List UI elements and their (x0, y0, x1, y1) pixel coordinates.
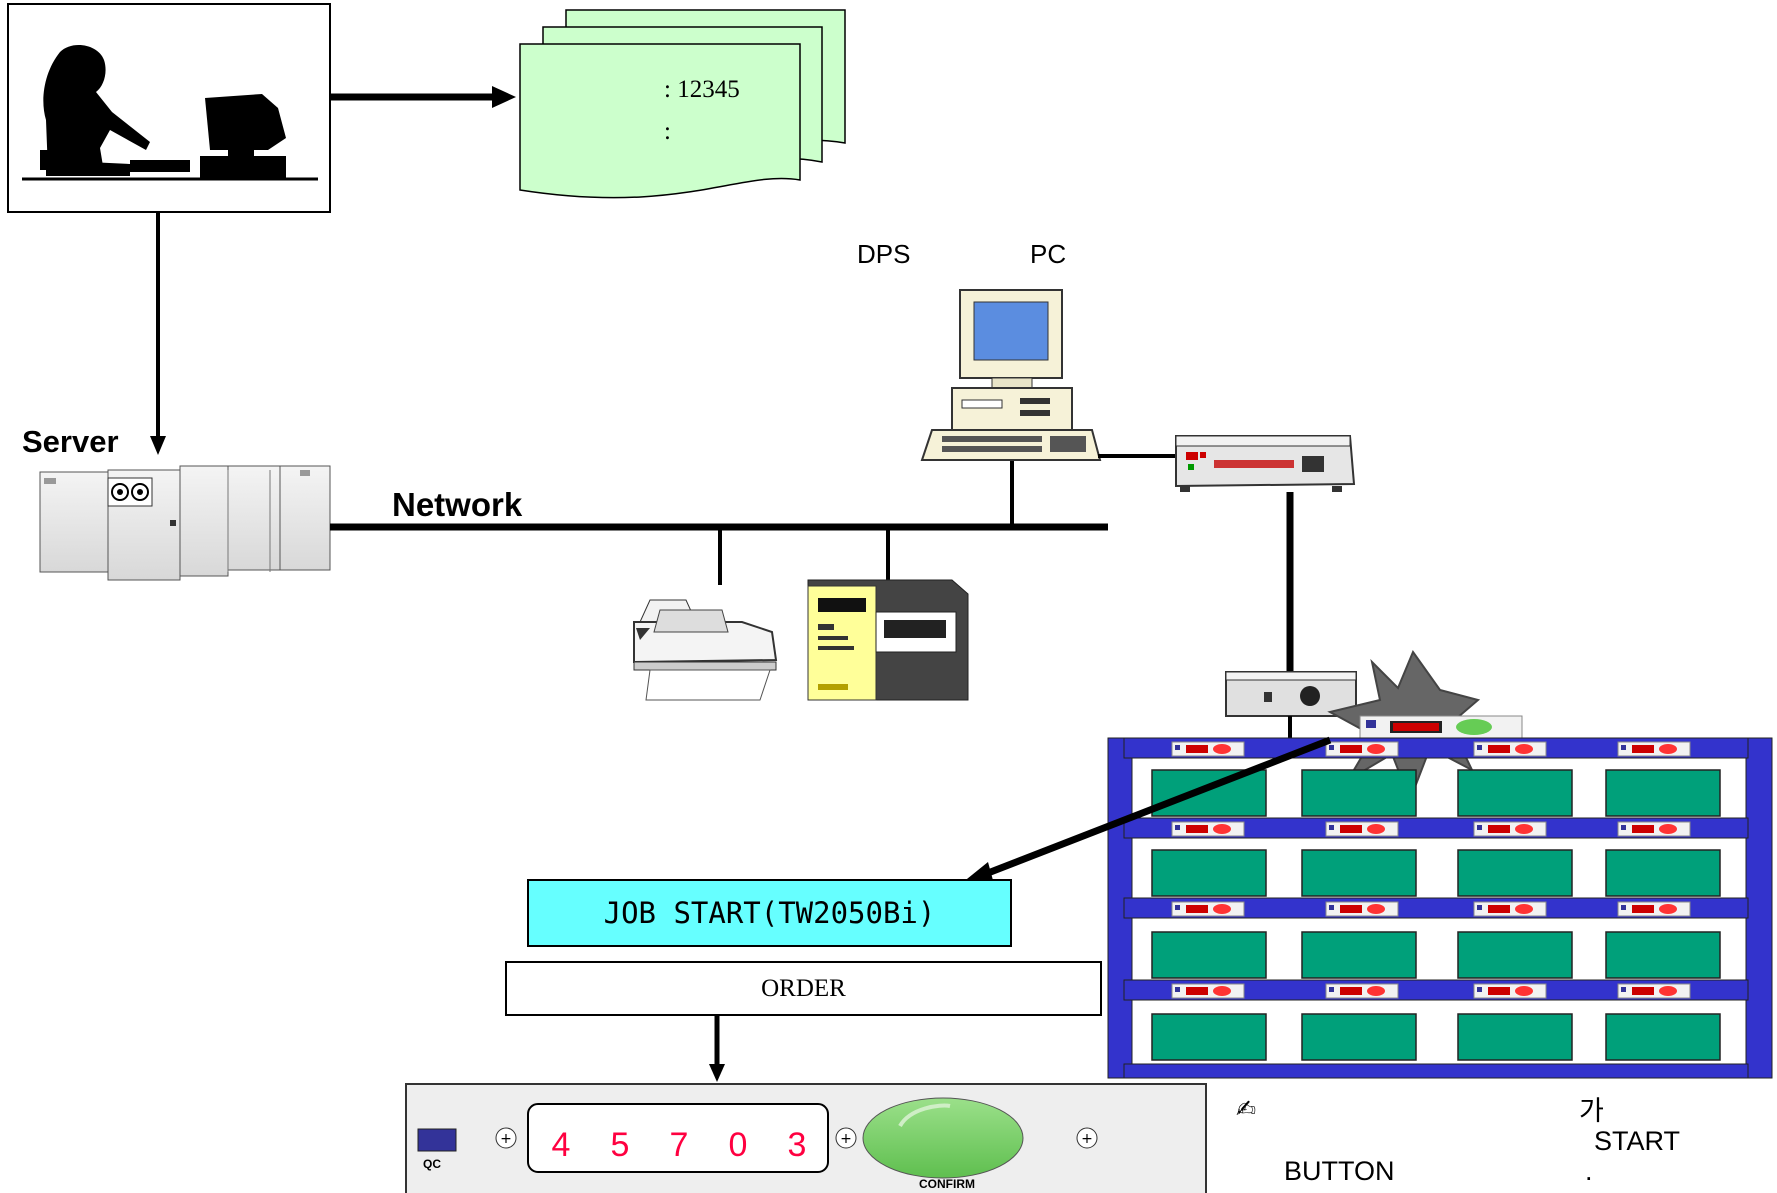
rack-bin (1457, 1013, 1573, 1061)
arrow-to-indicator-panel (709, 1016, 725, 1082)
rack-bin (1457, 769, 1573, 817)
rack-bin (1301, 849, 1417, 897)
highlighted-indicator-unit (1359, 715, 1523, 739)
laser-printer-icon (807, 579, 969, 701)
display-digit: 3 (788, 1126, 807, 1164)
rack-indicator-unit (1325, 741, 1399, 757)
dps-label: DPS (857, 239, 911, 269)
display-digit: 0 (729, 1126, 748, 1164)
rack-indicator-unit (1171, 983, 1245, 999)
rack-bin (1151, 849, 1267, 897)
rack-bin (1301, 769, 1417, 817)
rack-indicator-unit (1473, 821, 1547, 837)
picking-rack (1107, 737, 1773, 1079)
note-period: . (1585, 1156, 1593, 1186)
display-digit: 4 (552, 1126, 571, 1164)
display-digit: 7 (670, 1126, 689, 1164)
dps-pc-computer-icon (920, 289, 1102, 461)
operator-workstation-picture (7, 3, 331, 213)
network-label: Network (392, 486, 523, 523)
rack-bin (1151, 1013, 1267, 1061)
rack-bin (1605, 769, 1721, 817)
order-box: ORDER (505, 961, 1102, 1016)
rack-bin (1301, 931, 1417, 979)
confirm-label: CONFIRM (919, 1177, 975, 1191)
rack-bin (1605, 849, 1721, 897)
job-start-label: JOB START(TW2050Bi) (603, 896, 936, 930)
rack-bin (1605, 931, 1721, 979)
order-sheet-colon: : (664, 118, 671, 145)
rack-indicator-unit (1325, 901, 1399, 917)
indicator-panel: + + + 4 5 7 0 3 (405, 1083, 1207, 1193)
network-bus-line (330, 455, 1108, 585)
server-label: Server (22, 424, 119, 459)
display-digit: 5 (611, 1126, 630, 1164)
rack-bin (1151, 769, 1267, 817)
qc-label: QC (423, 1157, 441, 1171)
writing-hand-icon: ✍ (1236, 1095, 1257, 1123)
svg-text:+: + (500, 1131, 512, 1147)
rack-bin (1457, 931, 1573, 979)
server-mainframe-icon (39, 465, 331, 581)
arrow-to-order-sheets (330, 86, 516, 108)
svg-text:+: + (1081, 1131, 1093, 1147)
rack-indicator-unit (1473, 741, 1547, 757)
rack-bin (1301, 1013, 1417, 1061)
arrow-to-server (150, 212, 166, 455)
arrow-to-job-start (962, 736, 1332, 884)
order-sheets-stack (519, 9, 846, 199)
rack-bin (1151, 931, 1267, 979)
note-ga: 가 (1579, 1096, 1604, 1126)
rack-indicator-unit (1617, 741, 1691, 757)
dot-matrix-printer-icon (633, 599, 778, 701)
pc-label: PC (1030, 239, 1067, 269)
rack-indicator-unit (1617, 901, 1691, 917)
note-button: BUTTON (1284, 1156, 1395, 1186)
rack-indicator-unit (1473, 901, 1547, 917)
order-label: ORDER (761, 974, 846, 1002)
order-sheet-value: : 12345 (664, 76, 740, 103)
svg-text:+: + (840, 1131, 852, 1147)
rack-indicator-unit (1171, 821, 1245, 837)
rack-indicator-unit (1171, 901, 1245, 917)
rack-indicator-unit (1171, 741, 1245, 757)
job-start-box: JOB START(TW2050Bi) (527, 879, 1012, 947)
rack-bin (1457, 849, 1573, 897)
note-start: START (1594, 1126, 1681, 1156)
rack-indicator-unit (1325, 821, 1399, 837)
rack-bin (1605, 1013, 1721, 1061)
rack-indicator-unit (1617, 983, 1691, 999)
rack-indicator-unit (1617, 821, 1691, 837)
controller-hub-icon (1175, 435, 1356, 492)
rack-indicator-unit (1325, 983, 1399, 999)
rack-indicator-unit (1473, 983, 1547, 999)
repeater-box-icon (1225, 671, 1357, 717)
